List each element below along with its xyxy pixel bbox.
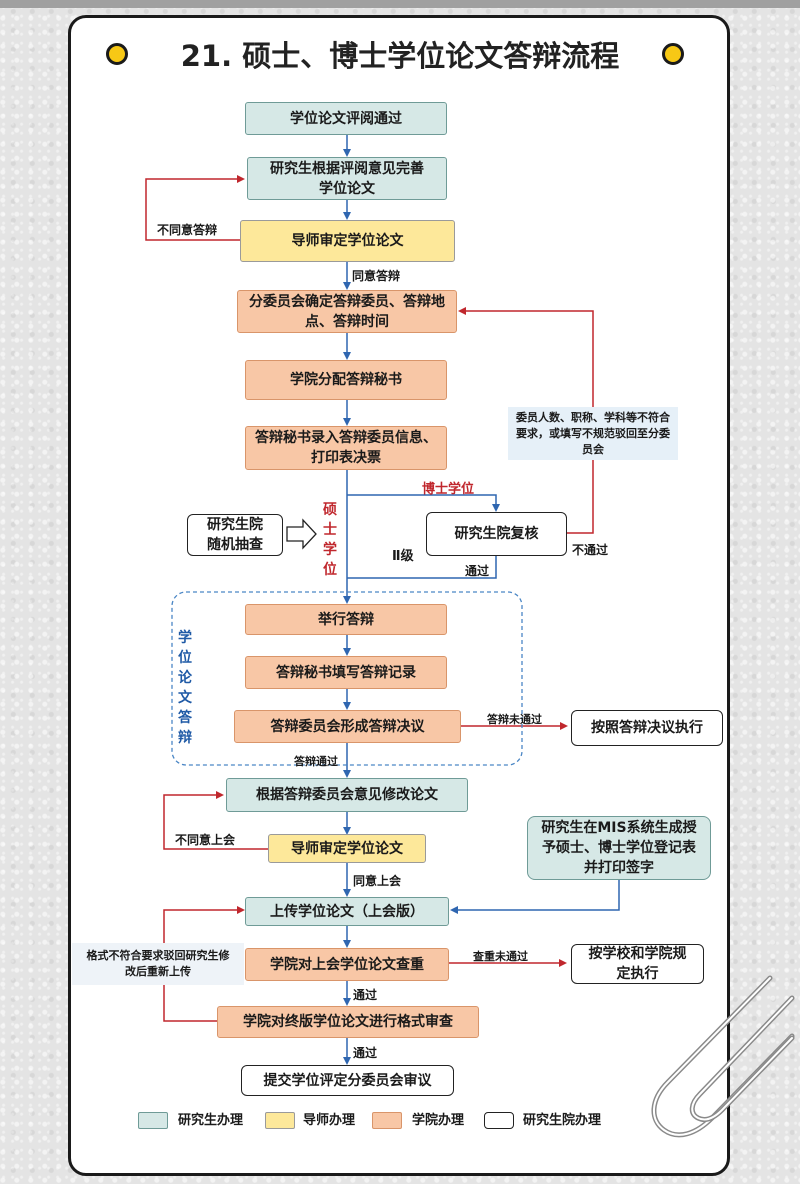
label-phd: 博士学位: [422, 482, 475, 497]
node-follow-resolution: 按照答辩决议执行: [571, 710, 723, 746]
legend-swatch-student: [138, 1112, 168, 1129]
legend-swatch-college: [372, 1112, 402, 1129]
note-format-reject: 格式不符合要求驳回研究生修改后重新上传: [72, 943, 244, 985]
note-committee-reject: 委员人数、职称、学科等不符合要求，或填写不规范驳回至分委员会: [508, 407, 678, 460]
top-strip: [0, 0, 800, 8]
node-review-passed: 学位论文评阅通过: [245, 102, 447, 135]
label-not-passed: 不通过: [572, 543, 609, 557]
legend-label-student: 研究生办理: [178, 1113, 244, 1128]
legend-swatch-graduate-school: [484, 1112, 514, 1129]
left-title-dot: [106, 43, 128, 65]
node-random-check: 研究生院随机抽查: [187, 514, 283, 556]
node-upload-thesis: 上传学位论文（上会版）: [245, 897, 449, 926]
label-passed: 通过: [465, 564, 490, 578]
legend-label-graduate-school: 研究生院办理: [523, 1113, 602, 1128]
node-assign-secretary: 学院分配答辩秘书: [245, 360, 447, 400]
node-submit-committee: 提交学位评定分委员会审议: [241, 1065, 454, 1096]
disagree-defense-loop: [145, 175, 245, 241]
node-plagiarism-check: 学院对上会学位论文查重: [245, 948, 449, 981]
node-committee-set: 分委员会确定答辩委员、答辩地点、答辩时间: [237, 290, 457, 333]
node-advisor-review: 导师审定学位论文: [240, 220, 455, 262]
label-level-2: Ⅱ级: [392, 549, 414, 564]
node-advisor-review-2: 导师审定学位论文: [268, 834, 426, 863]
node-mis-form: 研究生在MIS系统生成授予硕士、博士学位登记表并打印签字: [527, 816, 711, 880]
label-defense-passed: 答辩通过: [294, 755, 338, 768]
defense-group-border: [171, 591, 523, 766]
node-follow-rules: 按学校和学院规定执行: [571, 944, 704, 984]
pass-return: [347, 556, 497, 579]
legend-label-advisor: 导师办理: [303, 1113, 356, 1128]
page-title: 21. 硕士、博士学位论文答辩流程: [180, 39, 620, 73]
legend-swatch-advisor: [265, 1112, 295, 1129]
label-plagiarism-failed: 查重未通过: [473, 950, 528, 963]
right-title-dot: [662, 43, 684, 65]
node-fill-record: 答辩秘书填写答辩记录: [245, 656, 447, 689]
label-defense-failed: 答辩未通过: [487, 713, 542, 726]
random-check-arrow: [286, 518, 317, 550]
label-disagree-defense: 不同意答辩: [157, 223, 218, 237]
label-agree-defense: 同意答辩: [352, 269, 401, 283]
label-masters: 硕士学位: [323, 502, 337, 578]
mis-arrow: [450, 880, 620, 914]
label-passed-3: 通过: [353, 1046, 378, 1060]
node-hold-defense: 举行答辩: [245, 604, 447, 635]
legend-label-college: 学院办理: [412, 1113, 465, 1128]
label-disagree-meeting: 不同意上会: [175, 833, 236, 847]
phd-branch: [347, 494, 500, 512]
node-revise-by-committee: 根据答辩委员会意见修改论文: [226, 778, 468, 812]
disagree-meeting-loop: [163, 791, 268, 850]
label-agree-meeting: 同意上会: [353, 874, 402, 888]
node-grad-review: 研究生院复核: [426, 512, 567, 556]
node-student-revise: 研究生根据评阅意见完善学位论文: [247, 157, 447, 200]
node-format-check: 学院对终版学位论文进行格式审查: [217, 1006, 479, 1038]
label-defense-group: 学位论文答辩: [178, 630, 192, 746]
label-passed-2: 通过: [353, 988, 378, 1002]
node-form-resolution: 答辩委员会形成答辩决议: [234, 710, 461, 743]
node-secretary-entry: 答辩秘书录入答辩委员信息、打印表决票: [245, 426, 447, 470]
